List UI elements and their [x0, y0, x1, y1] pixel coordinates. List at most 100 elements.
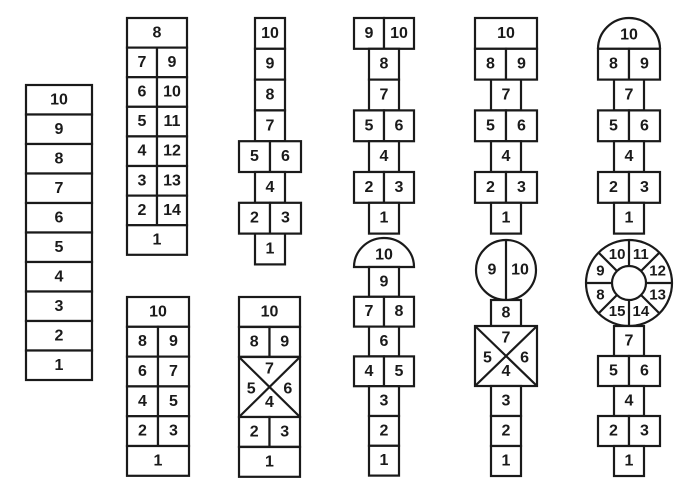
- square-number: 6: [520, 350, 529, 367]
- wheel-spoke: [597, 251, 618, 272]
- hop-square: [268, 415, 302, 448]
- square-number: 1: [625, 453, 634, 470]
- hop-square: [367, 265, 401, 298]
- wheel-spoke: [640, 294, 661, 315]
- square-number: 9: [517, 56, 526, 73]
- square-number: 1: [55, 357, 64, 374]
- square-number: 1: [380, 210, 389, 227]
- square-number: 1: [502, 210, 511, 227]
- square-number: 2: [138, 423, 147, 440]
- hop-square: [627, 170, 662, 204]
- square-number: 10: [375, 246, 393, 263]
- square-number: 2: [502, 423, 511, 440]
- square-number: 4: [502, 363, 511, 380]
- wheel-spoke: [640, 251, 661, 272]
- square-number: 9: [488, 262, 497, 279]
- hop-square: [489, 384, 523, 418]
- square-number: 10: [163, 84, 181, 101]
- square-number: 6: [380, 333, 389, 350]
- square-number: 2: [609, 423, 618, 440]
- square-number: 10: [609, 246, 626, 263]
- hop-square: [352, 355, 386, 388]
- square-number: 1: [380, 452, 389, 469]
- hop-square: [473, 47, 508, 81]
- hop-square: [156, 355, 191, 388]
- hop-square: [382, 355, 416, 388]
- hop-square: [125, 415, 160, 448]
- square-number: 12: [163, 143, 181, 160]
- square-number: 6: [517, 117, 526, 134]
- square-number: 3: [280, 423, 289, 440]
- hop-square: [382, 16, 416, 50]
- square-number: 9: [55, 121, 64, 138]
- square-number: 6: [395, 117, 404, 134]
- square-number: 3: [517, 179, 526, 196]
- square-number: 3: [55, 298, 64, 315]
- square-number: 4: [138, 143, 147, 160]
- hop-square: [24, 231, 94, 264]
- square-number: 8: [486, 56, 495, 73]
- divider-line: [238, 356, 301, 418]
- square-number: 5: [486, 117, 495, 134]
- square-number: 3: [395, 179, 404, 196]
- square-number: 8: [502, 305, 511, 322]
- square-number: 6: [55, 209, 64, 226]
- hop-square: [156, 415, 191, 448]
- square-number: 2: [138, 202, 147, 219]
- square-number: 11: [164, 113, 181, 130]
- square-number: 8: [609, 56, 618, 73]
- square-number: 9: [266, 56, 275, 73]
- hop-square: [125, 385, 160, 418]
- square-number: 9: [365, 25, 374, 42]
- square-number: 3: [281, 210, 290, 227]
- square-number: 2: [250, 210, 259, 227]
- divider-line: [474, 325, 538, 387]
- square-number: 4: [625, 148, 634, 165]
- square-number: 3: [640, 423, 649, 440]
- square-number: 14: [163, 202, 181, 219]
- square-number: 1: [266, 241, 275, 258]
- hop-square: [24, 349, 94, 382]
- square-number: 6: [640, 117, 649, 134]
- square-number: 4: [138, 393, 147, 410]
- square-number: 10: [497, 25, 515, 42]
- square-number: 2: [486, 179, 495, 196]
- square-number: 6: [138, 84, 147, 101]
- square-number: 5: [55, 239, 64, 256]
- hop-square: [612, 201, 646, 235]
- hop-square: [367, 325, 401, 358]
- square-number: 7: [625, 333, 634, 350]
- square-number: 1: [265, 453, 274, 470]
- square-number: 8: [250, 333, 259, 350]
- square-number: 5: [247, 381, 256, 398]
- square-number: 8: [380, 56, 389, 73]
- hop-square: [253, 78, 287, 112]
- square-number: 6: [138, 363, 147, 380]
- square-number: 13: [649, 286, 666, 303]
- square-number: 10: [261, 303, 279, 320]
- square-number: 7: [55, 180, 64, 197]
- hop-square: [627, 109, 662, 143]
- hop-square: [489, 140, 523, 174]
- square-number: 9: [168, 54, 177, 71]
- half-dome-square: [352, 236, 416, 269]
- square-number: 1: [153, 232, 162, 249]
- hop-square: [612, 140, 646, 174]
- wheel-spoke: [597, 294, 618, 315]
- hop-square: [125, 224, 189, 256]
- hop-square: [253, 170, 287, 204]
- square-number: 5: [138, 113, 147, 130]
- square-number: 10: [149, 303, 167, 320]
- square-number: 3: [502, 393, 511, 410]
- square-number: 10: [620, 26, 638, 43]
- square-number: 5: [609, 363, 618, 380]
- square-number: 5: [483, 350, 492, 367]
